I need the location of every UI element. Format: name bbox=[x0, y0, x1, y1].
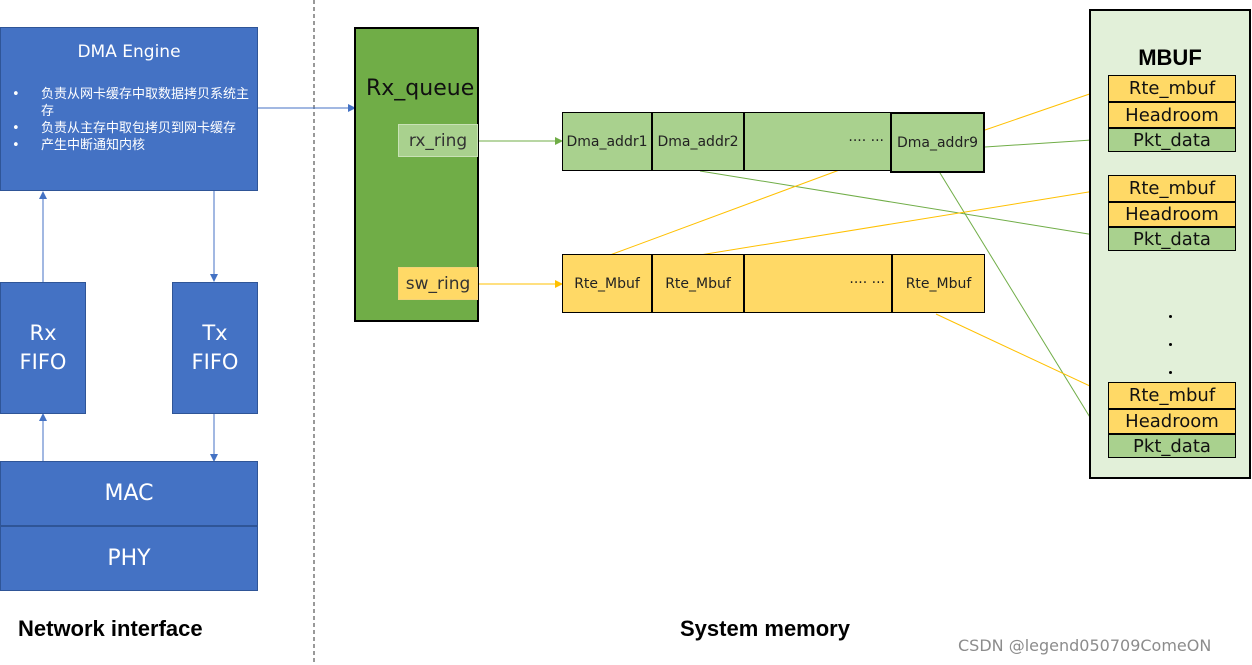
dma-ring-cell: Dma_addr1 bbox=[562, 112, 652, 171]
continuation-dot bbox=[1169, 371, 1172, 374]
pkt-data-label: Pkt_data bbox=[1133, 228, 1211, 250]
continuation-dot bbox=[1169, 343, 1172, 346]
dma-ring-ellipsis-label: ···· ··· bbox=[848, 133, 884, 149]
tx-fifo-label-line1: Tx bbox=[202, 321, 228, 345]
mbuf-ring-cell-label: Rte_Mbuf bbox=[665, 275, 731, 292]
dma2-to-pkt2-arrow bbox=[699, 170, 1108, 240]
mbuf-rte-mbuf: Rte_mbuf bbox=[1108, 382, 1236, 409]
mbuf-ring-cell: Rte_Mbuf bbox=[652, 254, 744, 313]
rte-mbuf-label: Rte_mbuf bbox=[1128, 78, 1216, 99]
mbuf-headroom: Headroom bbox=[1108, 409, 1236, 434]
mac-label: MAC bbox=[104, 481, 154, 506]
rx-queue-title: Rx_queue bbox=[366, 76, 475, 101]
dma9-to-pkt1-arrow bbox=[984, 135, 1108, 148]
rx-ring-label: rx_ring bbox=[408, 130, 468, 151]
mbuf-ring-cell-ellipsis: ···· ··· bbox=[744, 254, 892, 313]
dma-ring-cell: Dma_addr9 bbox=[890, 112, 985, 173]
rx-fifo-label-line2: FIFO bbox=[19, 350, 67, 374]
rte-mbuf-label: Rte_mbuf bbox=[1128, 178, 1216, 199]
sw-ring-field: sw_ring bbox=[398, 267, 478, 300]
dma-ring-cell-label: Dma_addr1 bbox=[566, 133, 648, 150]
mbuf-title: MBUF bbox=[1138, 45, 1202, 70]
rx-ring-field: rx_ring bbox=[398, 124, 478, 157]
dma-ring-cell-ellipsis: ···· ··· bbox=[744, 112, 891, 171]
dma-duty-item: 负责从网卡缓存中取数据拷贝系统主存 bbox=[9, 86, 261, 120]
rx-fifo-label-line1: Rx bbox=[29, 321, 57, 345]
mbuf2-to-rte2-arrow bbox=[699, 186, 1108, 256]
headroom-label: Headroom bbox=[1125, 411, 1219, 432]
mbuf-rte-mbuf: Rte_mbuf bbox=[1108, 175, 1236, 202]
dma-duty-item: 负责从主存中取包拷贝到网卡缓存 bbox=[9, 120, 261, 137]
dma-duty-item: 产生中断通知内核 bbox=[9, 137, 261, 154]
mbuf-pkt-data: Pkt_data bbox=[1108, 128, 1236, 152]
pkt-data-label: Pkt_data bbox=[1133, 129, 1211, 151]
mbuf-pkt-data: Pkt_data bbox=[1108, 434, 1236, 458]
mac-box: MAC bbox=[0, 461, 258, 526]
tx-fifo-label-line2: FIFO bbox=[191, 350, 239, 374]
phy-box: PHY bbox=[0, 526, 258, 591]
mbuf-headroom: Headroom bbox=[1108, 202, 1236, 227]
tx-fifo-box: Tx FIFO bbox=[172, 282, 258, 414]
continuation-dot bbox=[1169, 315, 1172, 318]
dma-engine-duties: 负责从网卡缓存中取数据拷贝系统主存 负责从主存中取包拷贝到网卡缓存 产生中断通知… bbox=[9, 86, 261, 154]
sw-ring-label: sw_ring bbox=[405, 273, 471, 294]
dma-ring-cell: Dma_addr2 bbox=[652, 112, 744, 171]
mbuf9-to-rte3-arrow bbox=[935, 313, 1108, 395]
dma-ring-cell-label: Dma_addr9 bbox=[896, 134, 978, 151]
mbuf-headroom: Headroom bbox=[1108, 102, 1236, 128]
csdn-watermark: CSDN @legend050709ComeON bbox=[958, 636, 1212, 655]
headroom-label: Headroom bbox=[1125, 204, 1219, 225]
headroom-label: Headroom bbox=[1125, 104, 1219, 126]
dma-ring-cell-label: Dma_addr2 bbox=[657, 133, 739, 150]
mbuf-ring-ellipsis-label: ···· ··· bbox=[849, 275, 885, 291]
mbuf-pkt-data: Pkt_data bbox=[1108, 227, 1236, 251]
mbuf-ring-cell-label: Rte_Mbuf bbox=[905, 275, 972, 292]
dma-engine-title: DMA Engine bbox=[77, 42, 181, 62]
mbuf-ring-cell: Rte_Mbuf bbox=[562, 254, 652, 313]
network-interface-label: Network interface bbox=[18, 616, 203, 641]
rte-mbuf-label: Rte_mbuf bbox=[1128, 385, 1216, 406]
dma-engine-box: DMA Engine 负责从网卡缓存中取数据拷贝系统主存 负责从主存中取包拷贝到… bbox=[0, 27, 258, 191]
dma9-to-pkt3-arrow bbox=[939, 172, 1108, 446]
rx-fifo-box: Rx FIFO bbox=[0, 282, 86, 414]
phy-label: PHY bbox=[107, 546, 151, 571]
mbuf-rte-mbuf: Rte_mbuf bbox=[1108, 75, 1236, 102]
dma9-to-rte1-arrow bbox=[984, 86, 1108, 131]
pkt-data-label: Pkt_data bbox=[1133, 435, 1211, 457]
mbuf-ring-cell: Rte_Mbuf bbox=[892, 254, 985, 313]
mbuf-ring-cell-label: Rte_Mbuf bbox=[574, 275, 640, 292]
system-memory-label: System memory bbox=[680, 616, 850, 641]
